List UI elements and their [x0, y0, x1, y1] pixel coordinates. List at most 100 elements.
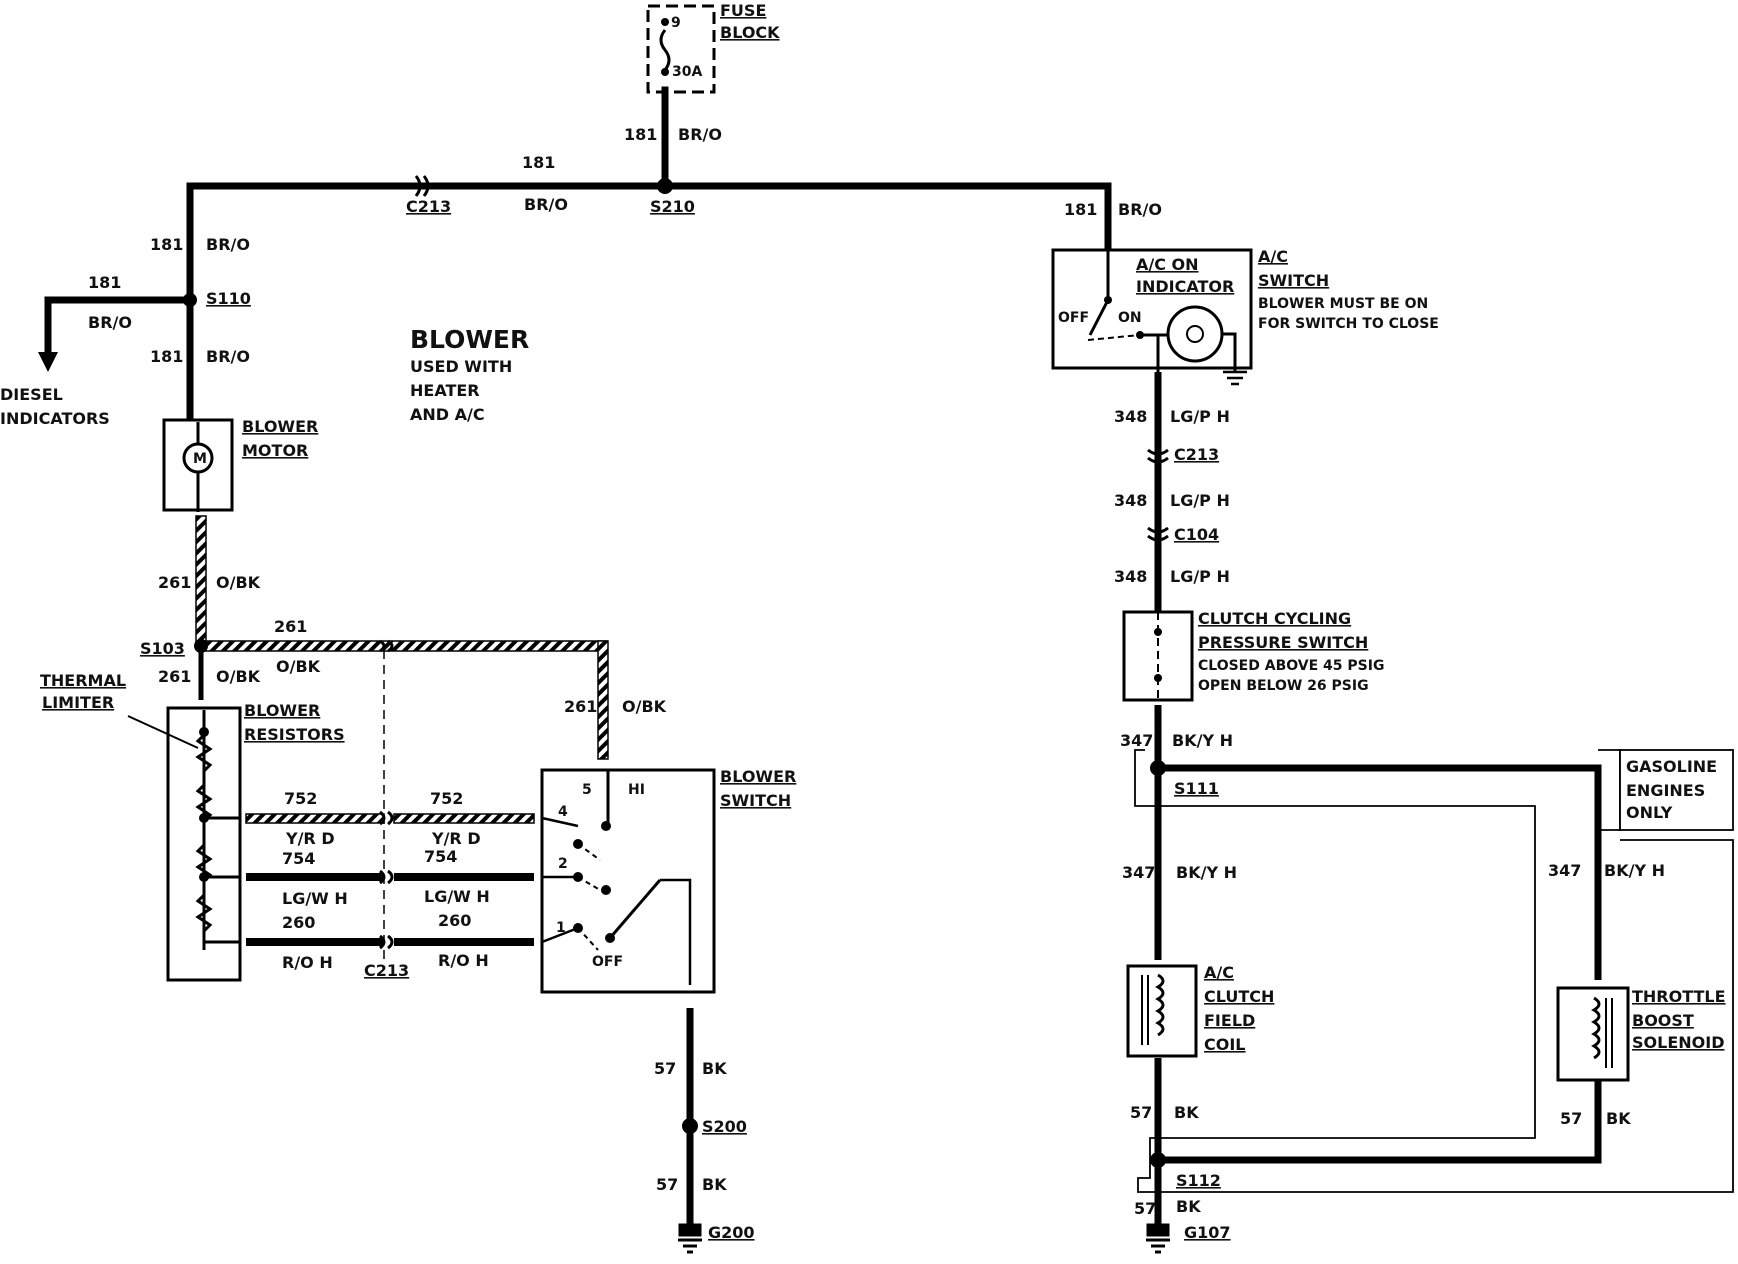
wire-181-upper-color: BR/O	[206, 235, 250, 254]
wire-754-left-circuit: 754	[282, 849, 315, 868]
wire-181-lower-color: BR/O	[206, 347, 250, 366]
speed-wires	[245, 813, 535, 946]
gasoline-engines-outline	[1134, 749, 1734, 1193]
throttle-boost-solenoid-box	[1556, 986, 1630, 1082]
ac-switch-note-2: FOR SWITCH TO CLOSE	[1258, 316, 1439, 332]
wire-57-left-2-color: BK	[702, 1175, 727, 1194]
wire-261-top-color: O/BK	[276, 657, 321, 676]
connector-brackets	[379, 175, 1169, 950]
wire-260-right-circuit: 260	[438, 911, 471, 930]
ac-switch-label-2: SWITCH	[1258, 271, 1329, 290]
blower-motor-box	[162, 418, 234, 512]
blower-title-line-1: USED WITH	[410, 357, 512, 376]
wire-347-left-color: BK/Y H	[1176, 863, 1237, 882]
wire-261-switch-circuit: 261	[564, 697, 597, 716]
wire-260-left-circuit: 260	[282, 913, 315, 932]
wire-261-down-color: O/BK	[216, 667, 261, 686]
blower-title-line-2: HEATER	[410, 381, 480, 400]
wire-347-top-circuit: 347	[1120, 731, 1153, 750]
motor-symbol: M	[193, 451, 207, 467]
wire-181-right-color: BR/O	[1118, 200, 1162, 219]
wire-181-mid-color: BR/O	[524, 195, 568, 214]
wire-754-left-color: LG/W H	[282, 889, 348, 908]
connector-c104: C104	[1174, 525, 1219, 544]
ac-switch-on: ON	[1118, 310, 1142, 326]
wire-57-left-1-color: BK	[702, 1059, 727, 1078]
wire-181-top-color: BR/O	[678, 125, 722, 144]
wire-181-top-circuit: 181	[624, 125, 657, 144]
right-side-wires	[1154, 372, 1602, 1225]
ground-g107-label: G107	[1184, 1223, 1231, 1242]
blower-switch-box	[540, 768, 716, 994]
splice-s110: S110	[206, 289, 251, 308]
wire-261-top-circuit: 261	[274, 617, 307, 636]
clutch-cycling-label-1: CLUTCH CYCLING	[1198, 609, 1351, 628]
blower-switch-label-1: BLOWER	[720, 767, 796, 786]
blower-switch-label-2: SWITCH	[720, 791, 791, 810]
ac-switch-off: OFF	[1058, 310, 1089, 326]
ac-clutch-label-3: FIELD	[1204, 1011, 1255, 1030]
ground-g200-label: G200	[708, 1223, 755, 1242]
blower-motor-label-2: MOTOR	[242, 441, 308, 460]
ground-g200-icon	[678, 1223, 702, 1254]
splice-s111: S111	[1174, 779, 1219, 798]
throttle-boost-label-1: THROTTLE	[1632, 987, 1726, 1006]
wire-181-diesel-circuit: 181	[88, 273, 121, 292]
diesel-indicators-line-1: DIESEL	[0, 385, 63, 404]
fuse-block-label-1: FUSE	[720, 1, 766, 20]
ac-on-indicator-label-2: INDICATOR	[1136, 277, 1234, 296]
ac-switch-label-1: A/C	[1258, 247, 1288, 266]
blower-switch-pos-off: OFF	[592, 954, 623, 970]
throttle-boost-label-3: SOLENOID	[1632, 1033, 1724, 1052]
ac-switch-box	[1051, 248, 1253, 372]
wire-57-left-2-circuit: 57	[656, 1175, 678, 1194]
blower-switch-pos-2: 2	[558, 856, 568, 872]
gasoline-line-1: GASOLINE	[1626, 757, 1717, 776]
wire-347-right-circuit: 347	[1548, 861, 1581, 880]
clutch-cycling-note-1: CLOSED ABOVE 45 PSIG	[1198, 658, 1384, 674]
splice-s103: S103	[140, 639, 185, 658]
blower-title-line-3: AND A/C	[410, 405, 485, 424]
wire-752-left-color: Y/R D	[285, 829, 335, 848]
ground-g107-icon	[1146, 1223, 1170, 1254]
wire-57-right-2-color: BK	[1606, 1109, 1631, 1128]
wire-348-3-circuit: 348	[1114, 567, 1147, 586]
wire-181-mid-circuit: 181	[522, 153, 555, 172]
connector-c213-top: C213	[406, 197, 451, 216]
blower-title: BLOWER	[410, 325, 529, 354]
diesel-arrow	[38, 352, 58, 372]
wire-261-switch-color: O/BK	[622, 697, 667, 716]
connector-c213-right: C213	[1174, 445, 1219, 464]
wire-261-motor-color: O/BK	[216, 573, 261, 592]
gasoline-line-3: ONLY	[1626, 803, 1673, 822]
ac-clutch-coil-box	[1126, 964, 1198, 1058]
fuse-number: 9	[671, 15, 681, 31]
ac-switch-ground-icon	[1223, 370, 1247, 386]
throttle-boost-label-2: BOOST	[1632, 1011, 1694, 1030]
thermal-limiter-pointer	[127, 715, 199, 749]
wire-57-right-1-circuit: 57	[1130, 1103, 1152, 1122]
blower-resistors-label-2: RESISTORS	[244, 725, 345, 744]
blower-resistors-label-1: BLOWER	[244, 701, 320, 720]
wire-754-right-color: LG/W H	[424, 887, 490, 906]
circuit-261-wires	[195, 515, 609, 760]
main-feed-wires	[44, 86, 1112, 424]
wire-57-right-1-color: BK	[1174, 1103, 1199, 1122]
wire-348-1-circuit: 348	[1114, 407, 1147, 426]
wire-752-right-color: Y/R D	[431, 829, 481, 848]
wire-260-right-color: R/O H	[438, 951, 489, 970]
blower-switch-pos-1: 1	[556, 920, 566, 936]
wire-348-2-color: LG/P H	[1170, 491, 1230, 510]
splice-s112: S112	[1176, 1171, 1221, 1190]
gasoline-line-2: ENGINES	[1626, 781, 1705, 800]
clutch-cycling-label-2: PRESSURE SWITCH	[1198, 633, 1368, 652]
wire-752-right-circuit: 752	[430, 789, 463, 808]
connector-c213-bottom: C213	[364, 961, 409, 980]
wire-181-diesel-color: BR/O	[88, 313, 132, 332]
thermal-limiter-line-2: LIMITER	[42, 693, 114, 712]
wire-181-right-circuit: 181	[1064, 200, 1097, 219]
wire-181-upper-circuit: 181	[150, 235, 183, 254]
clutch-cycling-switch-box	[1122, 610, 1194, 702]
